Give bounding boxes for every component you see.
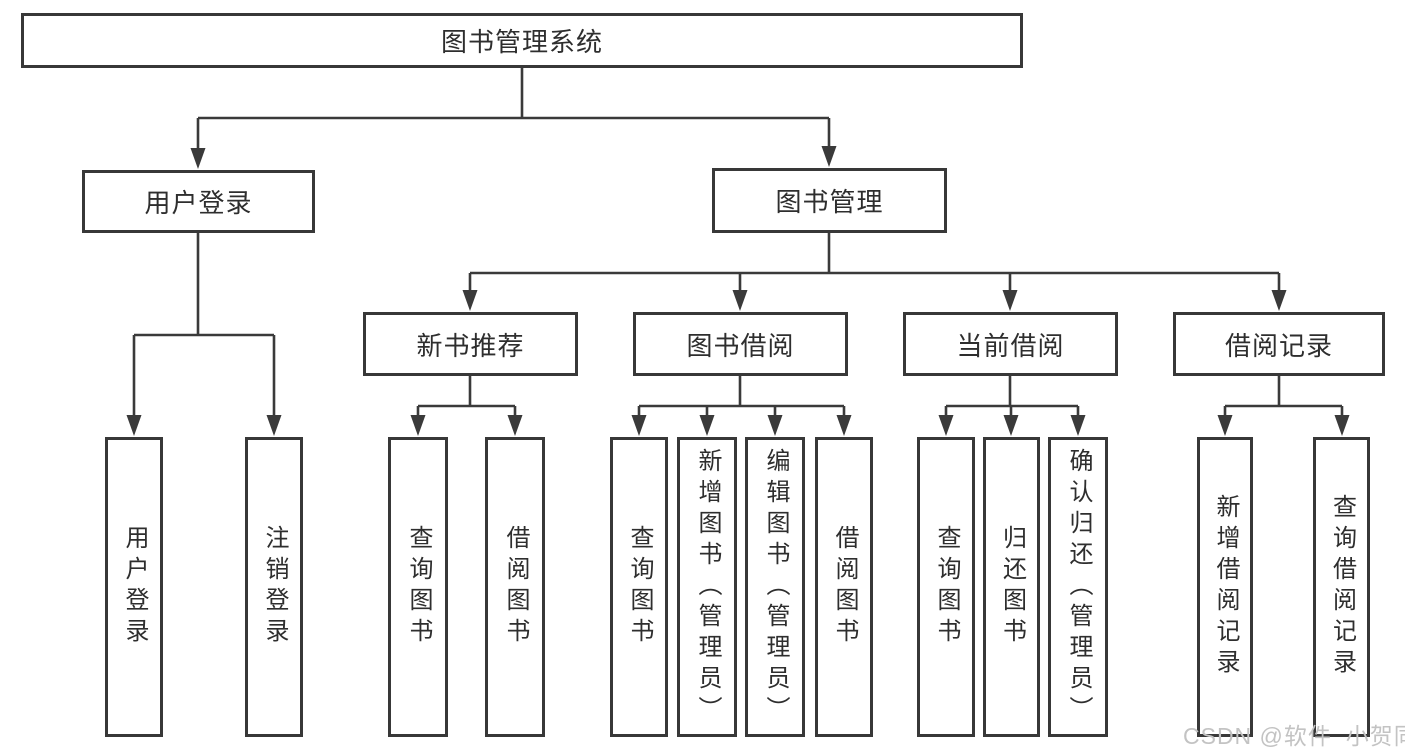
arrowhead-icon xyxy=(732,290,748,311)
leaf-bb-borrow-books: 借阅图书 xyxy=(815,437,873,737)
leaf-br-query-borrow-record: 查询借阅记录 xyxy=(1313,437,1370,737)
arrowhead-icon xyxy=(1002,290,1018,311)
node-book-borrowing: 图书借阅 xyxy=(633,312,848,376)
leaf-label: 查询借阅记录 xyxy=(1328,494,1356,680)
arrowhead-icon xyxy=(699,415,715,436)
leaf-label: 查询图书 xyxy=(933,525,960,649)
leaf-label: 新增图书（管理员） xyxy=(694,447,721,727)
leaf-label: 确认归还（管理员） xyxy=(1065,447,1092,727)
csdn-watermark: CSDN @软件_小贺同学 xyxy=(1183,723,1405,747)
arrowhead-icon xyxy=(767,415,783,436)
arrowhead-icon xyxy=(821,146,837,167)
leaf-logout: 注销登录 xyxy=(245,437,303,737)
arrowhead-icon xyxy=(126,415,142,436)
arrowhead-icon xyxy=(462,290,478,311)
arrowhead-icon xyxy=(1334,415,1350,436)
leaf-bb-edit-books-admin: 编辑图书（管理员） xyxy=(745,437,805,737)
leaf-label: 新增借阅记录 xyxy=(1212,494,1239,680)
leaf-label: 借阅图书 xyxy=(502,525,529,649)
arrowhead-icon xyxy=(410,415,426,436)
arrowhead-icon xyxy=(507,415,523,436)
leaf-label: 查询图书 xyxy=(626,525,653,649)
node-new-book-recommendation: 新书推荐 xyxy=(363,312,578,376)
node-borrowing-records: 借阅记录 xyxy=(1173,312,1385,376)
arrowhead-icon xyxy=(1271,290,1287,311)
leaf-label: 归还图书 xyxy=(998,525,1026,649)
arrowhead-icon xyxy=(836,415,852,436)
arrowhead-icon xyxy=(938,415,954,436)
arrowhead-icon xyxy=(190,148,206,169)
leaf-label: 编辑图书（管理员） xyxy=(762,447,789,727)
leaf-bb-add-books-admin: 新增图书（管理员） xyxy=(677,437,737,737)
leaf-bb-query-books: 查询图书 xyxy=(610,437,668,737)
arrowhead-icon xyxy=(1070,415,1086,436)
node-user-login: 用户登录 xyxy=(82,170,315,233)
leaf-nb-borrow-books: 借阅图书 xyxy=(485,437,545,737)
leaf-cb-query-books: 查询图书 xyxy=(917,437,975,737)
leaf-label: 注销登录 xyxy=(261,525,288,649)
leaf-cb-confirm-return-admin: 确认归还（管理员） xyxy=(1048,437,1108,737)
tree-connector-path xyxy=(134,66,1342,408)
node-book-management: 图书管理 xyxy=(712,168,947,233)
leaf-label: 借阅图书 xyxy=(831,525,858,649)
arrowhead-icon xyxy=(1217,415,1233,436)
leaf-nb-query-books: 查询图书 xyxy=(388,437,448,737)
leaf-cb-return-books: 归还图书 xyxy=(983,437,1040,737)
leaf-label: 查询图书 xyxy=(405,525,432,649)
arrowhead-icon xyxy=(266,415,282,436)
node-library-management-system: 图书管理系统 xyxy=(21,13,1023,68)
arrowhead-icon xyxy=(1003,415,1019,436)
leaf-br-add-borrow-record: 新增借阅记录 xyxy=(1197,437,1253,737)
leaf-label: 用户登录 xyxy=(121,525,148,649)
leaf-user-login: 用户登录 xyxy=(105,437,163,737)
arrowhead-icon xyxy=(631,415,647,436)
node-current-borrowing: 当前借阅 xyxy=(903,312,1118,376)
